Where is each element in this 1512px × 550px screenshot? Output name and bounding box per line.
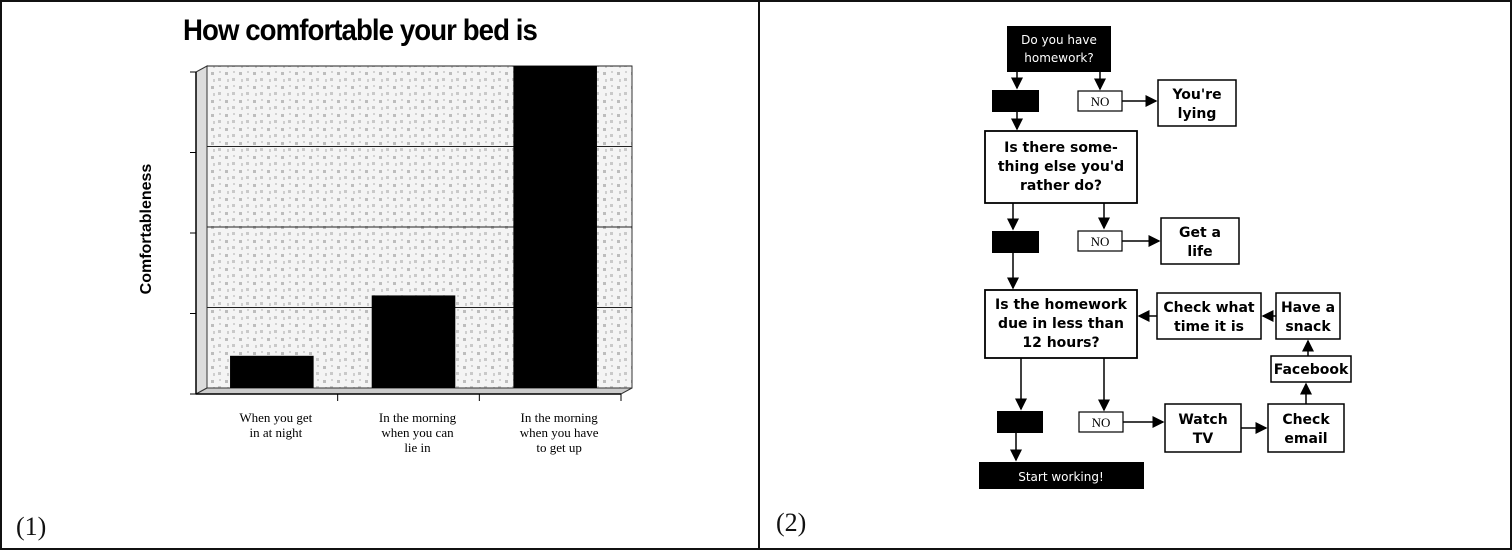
x-tick-label-line: in at night: [249, 425, 303, 440]
x-tick-label-line: when you have: [519, 425, 599, 440]
y-axis-ticks: [190, 71, 196, 395]
x-tick-label-line: When you get: [239, 410, 313, 425]
x-tick-label-line: In the morning: [520, 410, 598, 425]
x-tick-label-line: to get up: [536, 440, 582, 455]
panel-divider: [758, 0, 760, 550]
bar: [230, 355, 314, 388]
panel-label-2: (2): [776, 508, 807, 537]
x-tick-label-line: lie in: [404, 440, 431, 455]
bar-chart: [190, 65, 633, 401]
bar: [513, 66, 597, 388]
bar: [371, 295, 456, 388]
x-axis-ticks: [337, 394, 622, 401]
chart-title: How comfortable your bed is: [183, 14, 538, 47]
panel-label-1: (1): [16, 512, 47, 541]
x-tick-label-line: In the morning: [378, 410, 457, 425]
bars-group: [230, 66, 597, 388]
x-tick-label-line: when you can: [381, 425, 454, 440]
